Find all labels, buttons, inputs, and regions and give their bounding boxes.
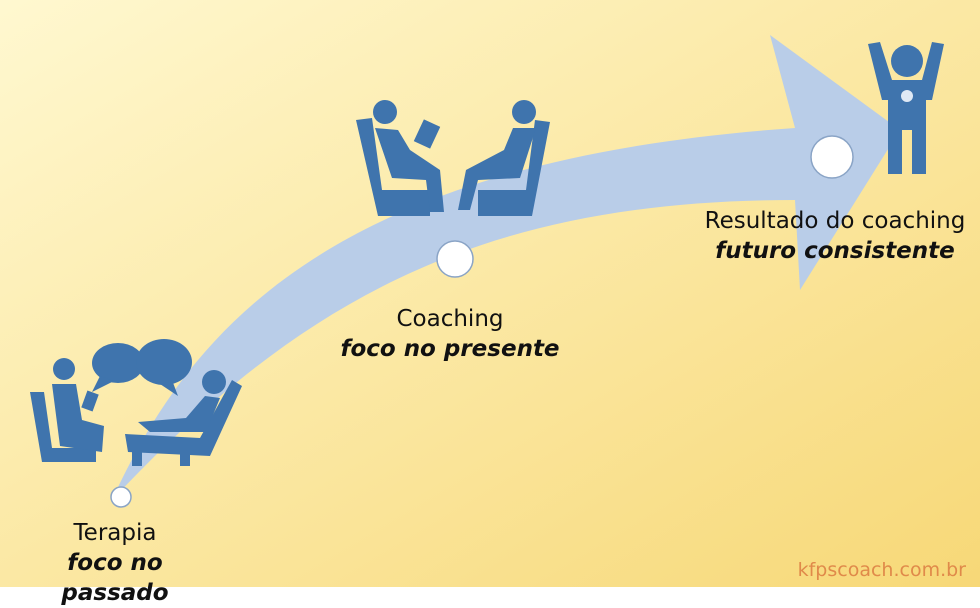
watermark: kfpscoach.com.br	[797, 559, 966, 581]
speech-bubbles-icon	[92, 339, 192, 396]
stage-subtitle-resultado: futuro consistente	[715, 238, 955, 264]
stage-label-resultado: Resultado do coaching futuro consistente	[690, 206, 980, 266]
stage-label-coaching: Coaching foco no presente	[325, 304, 575, 364]
coaching-session-icon	[356, 100, 550, 216]
therapy-session-icon	[30, 358, 242, 466]
stage-marker-coaching	[436, 240, 474, 278]
stage-marker-resultado	[810, 135, 854, 179]
stage-label-terapia: Terapia foco no passado	[10, 518, 220, 608]
stage-title-coaching: Coaching	[396, 306, 504, 332]
stage-title-resultado: Resultado do coaching	[704, 208, 966, 234]
winner-figure-icon	[868, 42, 944, 174]
diagram-canvas	[0, 0, 980, 587]
stage-subtitle-coaching: foco no presente	[340, 336, 560, 362]
stage-subtitle-terapia: foco no passado	[61, 550, 169, 606]
progress-arrow	[112, 35, 900, 500]
stage-title-terapia: Terapia	[73, 520, 157, 546]
stage-marker-terapia	[110, 486, 132, 508]
